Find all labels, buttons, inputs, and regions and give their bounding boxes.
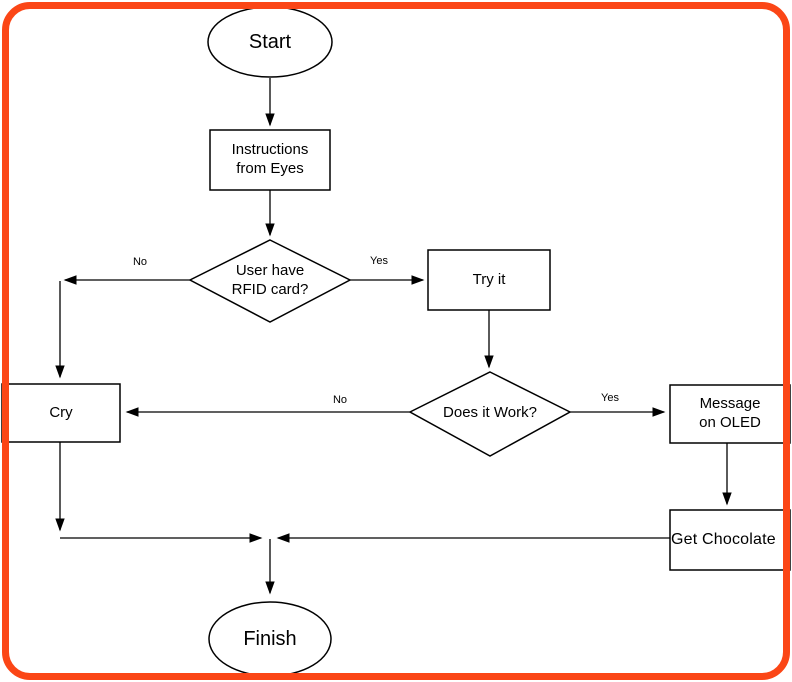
rfid-yes-edge-label: Yes xyxy=(370,255,388,267)
message-node-label: Message on OLED xyxy=(699,395,761,431)
start-node-label: Start xyxy=(248,30,292,53)
chocolate-node-label: Get Chocolate xyxy=(671,531,776,548)
cry-process-shape xyxy=(1,383,121,443)
finish-node-label: Finish xyxy=(243,627,297,650)
message-process-shape xyxy=(669,384,791,444)
rfid-no-edge-label: No xyxy=(132,256,148,268)
chocolate-process-shape xyxy=(669,509,791,571)
rfid-decision-label: User have RFID card? xyxy=(231,262,309,298)
tryit-process-shape xyxy=(427,249,551,311)
tryit-node-label: Try it xyxy=(472,270,506,288)
rfid-decision-shape xyxy=(188,239,352,323)
cry-node-label: Cry xyxy=(49,403,73,421)
doeswork-decision-shape xyxy=(408,371,572,457)
doeswork-yes-edge-label: Yes xyxy=(601,392,619,404)
instructions-process-shape xyxy=(209,129,331,191)
doeswork-decision-label: Does it Work? xyxy=(443,403,537,421)
instructions-node-label: Instructions from Eyes xyxy=(231,141,309,177)
doeswork-no-edge-label: No xyxy=(332,394,348,406)
